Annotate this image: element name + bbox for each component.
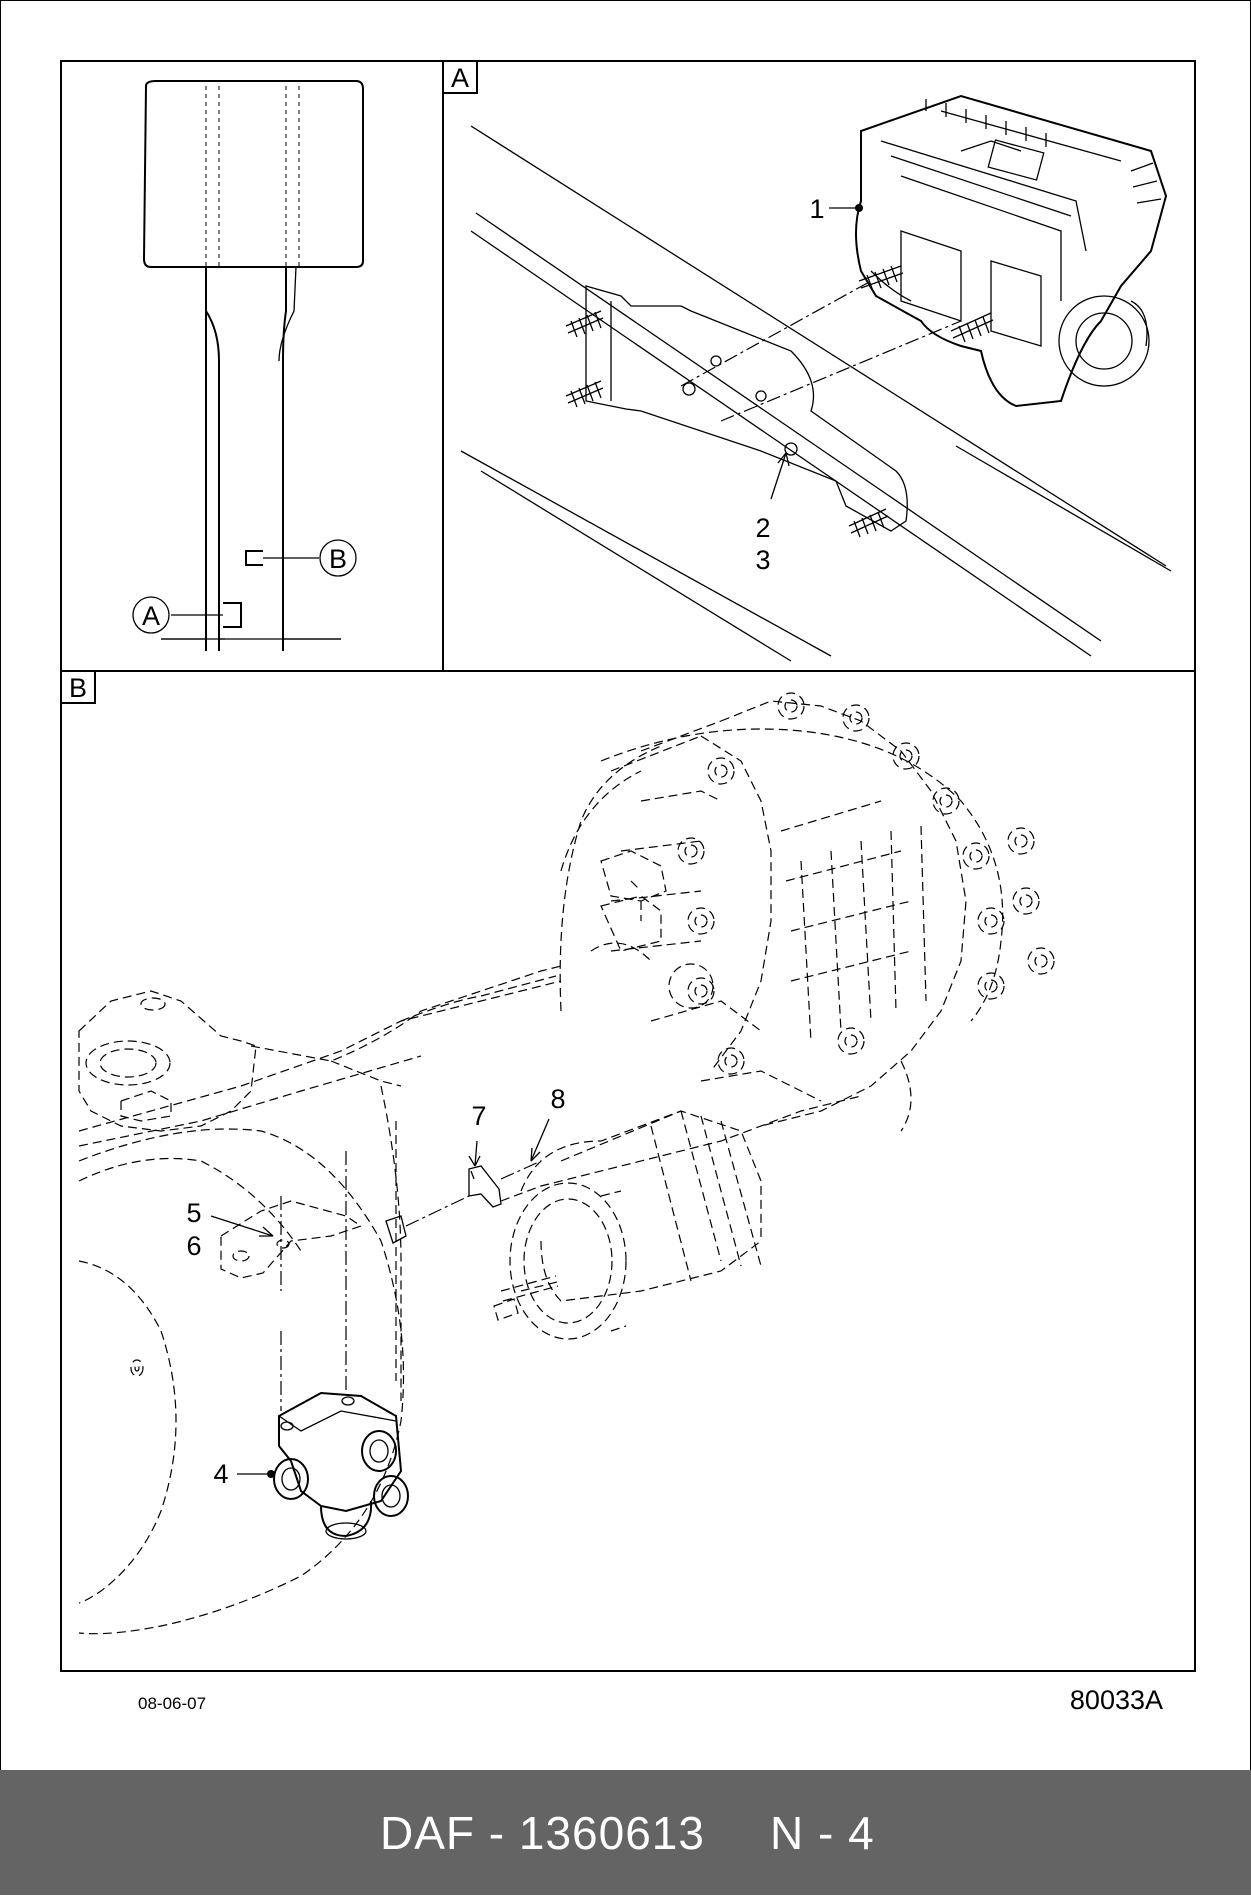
- callout-1: 1: [809, 194, 824, 224]
- detail-a-tag: A: [442, 60, 478, 94]
- callout-5: 5: [186, 1198, 201, 1228]
- footer-bar: DAF - 1360613 N - 4: [0, 1770, 1251, 1895]
- callout-3: 3: [755, 545, 770, 575]
- bracket-stud: [848, 508, 889, 538]
- cab-outline: [142, 80, 364, 268]
- vehicle-overview: B A: [132, 80, 364, 651]
- relay-valve: [267, 1391, 409, 1540]
- footer-part-number: DAF - 1360613: [380, 1807, 705, 1859]
- chassis-rail-left: [205, 267, 220, 651]
- callout-7: 7: [471, 1101, 486, 1131]
- brake-chamber: [493, 1095, 862, 1340]
- detail-b-tag-label: B: [69, 673, 87, 703]
- drawing-date: 08-06-07: [138, 1694, 206, 1713]
- callout-6: 6: [186, 1231, 201, 1261]
- wheel-hub: [590, 692, 1055, 1132]
- sensor-cable: [385, 1160, 542, 1244]
- location-b-marker: [245, 550, 263, 566]
- footer-page-ref: N - 4: [770, 1807, 875, 1859]
- valve-bracket: [220, 1151, 363, 1411]
- callout-4: 4: [213, 1459, 228, 1489]
- detail-b-tag: B: [60, 670, 96, 704]
- bracket-stud: [565, 380, 604, 408]
- location-a-callout: [132, 596, 170, 634]
- drawing-frame: [60, 60, 1196, 1672]
- drawing-number: 80033A: [1070, 1685, 1163, 1715]
- callout-2: 2: [755, 513, 770, 543]
- chassis-rail-right: [282, 267, 287, 651]
- callout-8: 8: [550, 1084, 565, 1114]
- mounting-bracket: [585, 285, 908, 532]
- location-a-marker: [223, 602, 242, 628]
- bracket-stud: [565, 310, 604, 338]
- detail-a-tag-label: A: [451, 63, 469, 93]
- location-b-callout: [319, 539, 357, 577]
- location-b-callout-label: B: [329, 544, 347, 574]
- abs-sensor-clip: [468, 1165, 502, 1208]
- detail-a-illustration: 1 2 3: [460, 94, 1172, 662]
- detail-b-illustration: 4 5 6 7 8: [78, 692, 1055, 1635]
- modulator-unit: [855, 94, 1168, 408]
- location-a-callout-label: A: [142, 601, 160, 631]
